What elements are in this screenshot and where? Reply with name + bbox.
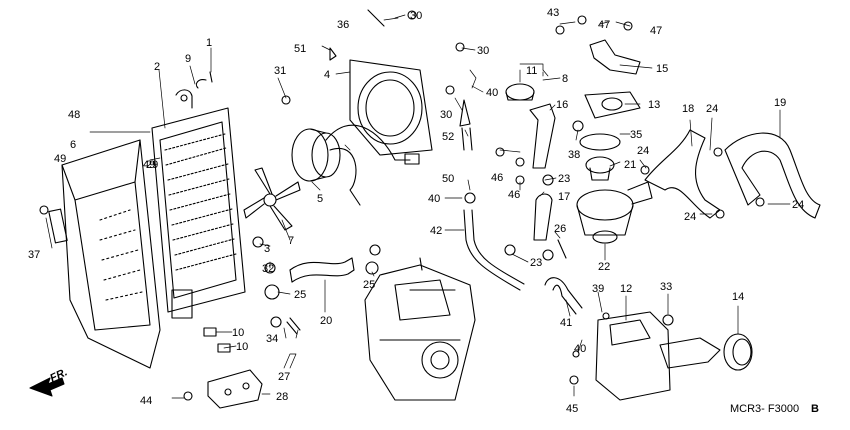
callout: 49 xyxy=(143,159,155,171)
radiator-shroud xyxy=(48,139,193,369)
callout: 48 xyxy=(68,109,80,121)
callout: 46 xyxy=(508,189,520,201)
callout: 20 xyxy=(320,315,332,327)
callout: 34 xyxy=(266,333,278,345)
callout: 37 xyxy=(28,249,40,261)
callout: 11 xyxy=(526,65,537,77)
callout: 27 xyxy=(278,371,290,383)
callout: 29 xyxy=(146,159,158,171)
callout: 24 xyxy=(637,145,649,157)
callout: 25 xyxy=(294,289,306,301)
callout: 24 xyxy=(684,211,696,223)
callout: 43 xyxy=(547,7,559,19)
callout: 4 xyxy=(324,69,330,81)
callout: 2 xyxy=(154,61,160,73)
callout: 19 xyxy=(774,97,786,109)
stay-28 xyxy=(207,369,263,409)
callout: 47 xyxy=(598,19,610,31)
thermostat-cover xyxy=(584,91,641,119)
o-ring-35 xyxy=(579,133,621,151)
hose-19 xyxy=(724,132,821,219)
callout: 28 xyxy=(276,391,288,403)
callout: 18 xyxy=(682,103,694,115)
callout: 25 xyxy=(363,279,375,291)
callout: 30 xyxy=(410,10,422,22)
callout: 16 xyxy=(556,99,568,111)
bracket-15 xyxy=(589,39,641,75)
hose-41 xyxy=(544,277,583,315)
direction-label: FR. xyxy=(48,366,69,384)
callout: 13 xyxy=(648,99,660,111)
callout: 10 xyxy=(236,341,248,353)
callout: 52 xyxy=(442,131,454,143)
filler-neck xyxy=(529,103,556,169)
thermostat-housing xyxy=(576,181,653,244)
callout: 40 xyxy=(428,193,440,205)
diagram-code: MCR3- F3000 xyxy=(730,403,799,415)
callout: 5 xyxy=(317,193,323,205)
callout: 45 xyxy=(566,403,578,415)
callout: 30 xyxy=(440,109,452,121)
callout: 24 xyxy=(792,199,804,211)
callout: 9 xyxy=(185,53,191,65)
callout-labels: 1 2 3 4 5 6 7 8 9 10 10 11 12 13 14 15 1… xyxy=(28,7,804,415)
callout: 44 xyxy=(140,395,152,407)
front-arrow-icon xyxy=(29,377,65,397)
callout: 12 xyxy=(620,283,632,295)
callout: 40 xyxy=(574,343,586,355)
bypass-pipe xyxy=(463,209,525,291)
callout: 22 xyxy=(598,261,610,273)
callout: 38 xyxy=(568,149,580,161)
hose-20 xyxy=(289,257,355,283)
callout: 32 xyxy=(262,263,274,275)
callout: 8 xyxy=(562,73,568,85)
callout: 24 xyxy=(706,103,718,115)
callout: 7 xyxy=(288,235,294,247)
tank-cap xyxy=(723,333,753,371)
callout: 14 xyxy=(732,291,744,303)
radiator-core xyxy=(151,89,246,313)
callout: 47 xyxy=(650,25,662,37)
fan-motor xyxy=(291,124,420,206)
callout: 46 xyxy=(491,172,503,184)
hose-18 xyxy=(644,129,721,219)
callout: 10 xyxy=(232,327,244,339)
callout: 23 xyxy=(558,173,570,185)
callout: 1 xyxy=(206,37,212,49)
callout: 17 xyxy=(558,191,570,203)
callout: 26 xyxy=(554,223,566,235)
callout: 23 xyxy=(530,257,542,269)
callout: 51 xyxy=(294,43,306,55)
callout: 33 xyxy=(660,281,672,293)
leader-lines xyxy=(45,14,791,399)
callout: 3 xyxy=(264,243,270,255)
reserve-tank xyxy=(595,311,721,401)
callout: 39 xyxy=(592,283,604,295)
callout: 36 xyxy=(337,19,349,31)
callout: 50 xyxy=(442,173,454,185)
callout: 49 xyxy=(54,153,66,165)
callout: 42 xyxy=(430,225,442,237)
hose-17 xyxy=(533,193,553,241)
callout: 30 xyxy=(477,45,489,57)
callout: 6 xyxy=(70,139,76,151)
callout: 35 xyxy=(630,129,642,141)
callout: 15 xyxy=(656,63,668,75)
thermostat xyxy=(585,156,615,181)
cooling-fan xyxy=(243,167,301,231)
fasteners xyxy=(39,9,765,401)
callout: 31 xyxy=(274,65,286,77)
callout: 21 xyxy=(624,159,636,171)
callout: 41 xyxy=(560,317,572,329)
fan-shroud xyxy=(349,59,433,156)
diagram-code-suffix: B xyxy=(811,403,819,415)
radiator-cap xyxy=(505,83,535,101)
engine xyxy=(364,257,476,401)
callout: 40 xyxy=(486,87,498,99)
